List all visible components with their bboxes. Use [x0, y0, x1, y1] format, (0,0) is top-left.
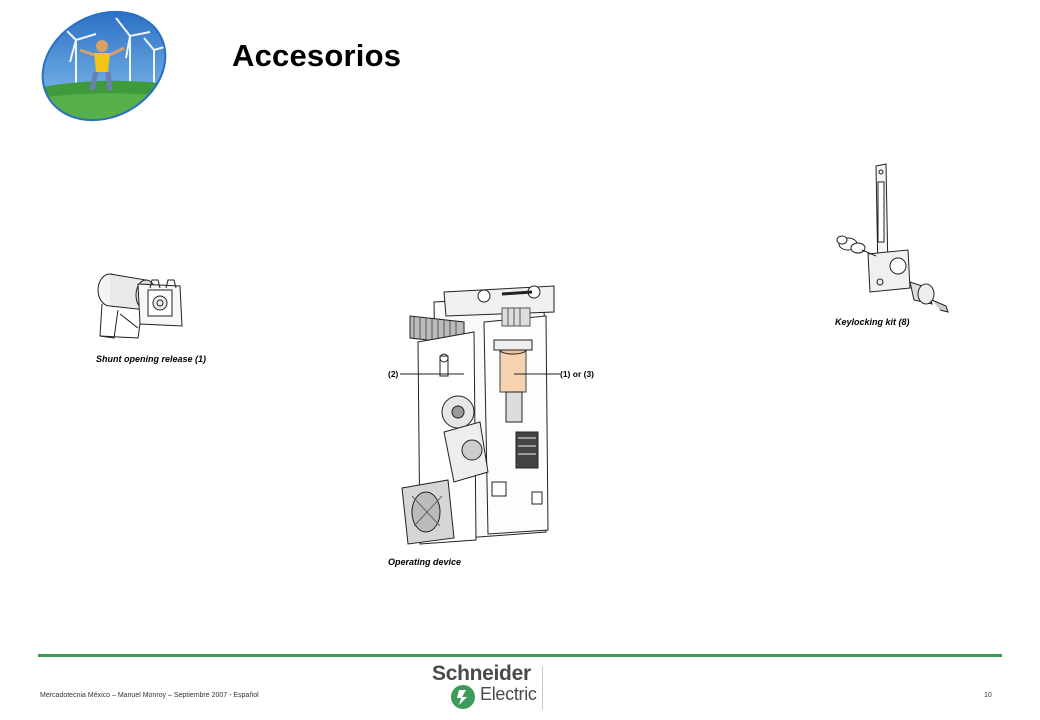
wind-turbine-logo-icon: [38, 10, 170, 122]
keylocking-caption: Keylocking kit (8): [835, 317, 910, 327]
callout-left-label: (2): [388, 369, 399, 379]
operating-device-caption: Operating device: [388, 557, 462, 567]
footer-credit: Mercadotecnia México – Manuel Monroy – S…: [40, 692, 259, 699]
page-number: 10: [984, 692, 992, 699]
brand-name: Schneider: [432, 662, 531, 685]
slide-title: Accesorios: [232, 38, 402, 73]
shunt-release-drawing: [97, 273, 183, 339]
schneider-electric-logo-icon: [451, 685, 475, 709]
keylocking-kit-drawing: [836, 163, 949, 313]
schneider-electric-logo: Schneider Electric: [428, 660, 546, 712]
shunt-caption: Shunt opening release (1): [96, 354, 207, 364]
footer-divider: [38, 654, 1002, 657]
brand-divider: [542, 666, 543, 710]
brand-sub: Electric: [480, 684, 537, 704]
operating-device-drawing: [400, 285, 560, 545]
callout-right-label: (1) or (3): [560, 369, 594, 379]
